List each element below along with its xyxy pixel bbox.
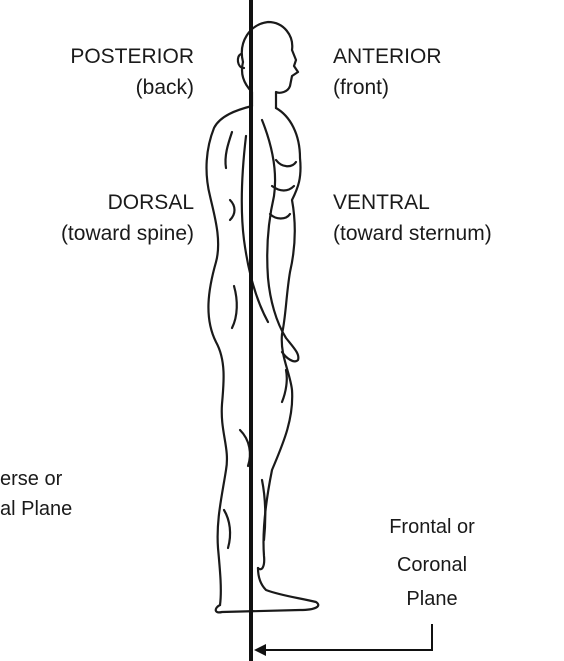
ventral-label: VENTRAL (333, 190, 430, 216)
transverse-plane-label-line1: erse or (0, 466, 62, 492)
transverse-plane-label-line2: al Plane (0, 496, 72, 522)
anterior-label: ANTERIOR (333, 44, 442, 70)
frontal-plane-label-line3: Plane (362, 586, 502, 612)
ventral-sublabel: (toward sternum) (333, 221, 492, 247)
posterior-label: POSTERIOR (70, 44, 194, 70)
frontal-plane-label-line2: Coronal (362, 552, 502, 578)
human-figure-side-view (207, 22, 319, 612)
posterior-sublabel: (back) (136, 75, 194, 101)
dorsal-sublabel: (toward spine) (61, 221, 194, 247)
dorsal-label: DORSAL (108, 190, 194, 216)
frontal-plane-arrow (254, 624, 432, 656)
frontal-plane-label-line1: Frontal or (362, 514, 502, 540)
anterior-sublabel: (front) (333, 75, 389, 101)
